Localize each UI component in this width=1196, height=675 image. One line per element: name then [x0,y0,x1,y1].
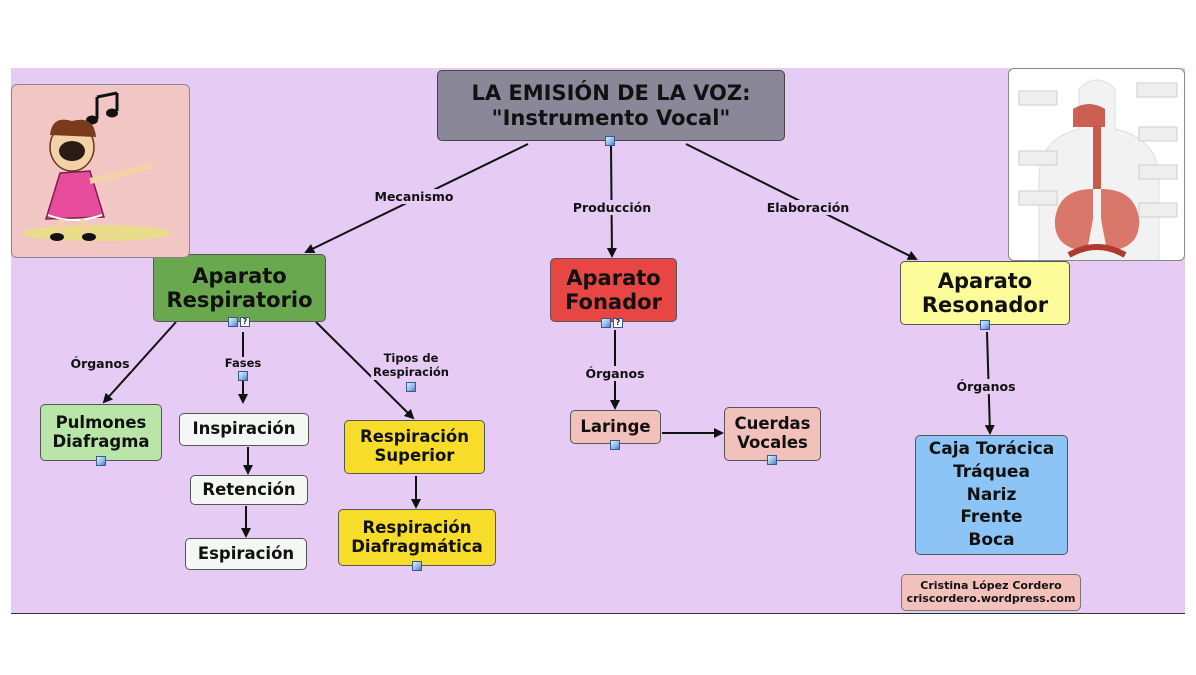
author-credit: Cristina López Cordero criscordero.wordp… [901,574,1081,611]
singing-girl-icon [22,91,172,241]
image-icon[interactable] [767,455,777,465]
node-label: Aparato Respiratorio [166,263,313,312]
edge-label-tipos: Tipos de Respiración [371,351,451,380]
image-icon[interactable] [96,456,106,466]
edge-label-organos-resp: Órganos [68,356,132,371]
edge-resp-pulmones [102,321,177,404]
edge-label-elaboracion: Elaboración [764,200,852,215]
image-icon[interactable] [610,440,620,450]
node-label: Espiración [197,543,295,563]
edge-label-mecanismo: Mecanismo [372,189,456,204]
edge-resp-tipos [315,321,415,420]
credit-name: Cristina López Cordero [920,578,1062,592]
node-espiracion[interactable]: Espiración [185,538,307,570]
node-label: Caja Torácica Tráquea Nariz Frente Boca [928,439,1055,550]
image-icon[interactable] [605,136,615,146]
note-icon[interactable]: ? [240,317,250,327]
title-line1: LA EMISIÓN DE LA VOZ: [471,81,751,106]
node-aparato-respiratorio[interactable]: Aparato Respiratorio [153,254,326,322]
node-label: Cuerdas Vocales [734,414,811,452]
edge-label-organos-fon: Órganos [583,366,647,381]
node-label: Retención [202,479,296,499]
node-laringe[interactable]: Laringe [570,410,661,444]
main-title: LA EMISIÓN DE LA VOZ: "Instrumento Vocal… [437,70,785,141]
image-icon[interactable] [238,371,248,381]
node-cuerdas-vocales[interactable]: Cuerdas Vocales [724,407,821,461]
image-icon[interactable] [406,382,416,392]
node-respiracion-superior[interactable]: Respiración Superior [344,420,485,474]
node-aparato-resonador[interactable]: Aparato Resonador [900,261,1070,325]
node-label: Respiración Diafragmática [351,517,483,556]
credit-url: criscordero.wordpress.com [906,591,1076,605]
node-label: Laringe [580,416,651,436]
title-line2: "Instrumento Vocal" [491,105,731,130]
respiratory-anatomy-illustration [1008,68,1185,261]
lungs-anatomy-icon [1018,79,1178,260]
note-icon[interactable]: ? [613,318,623,328]
node-label: Pulmones Diafragma [52,412,150,451]
image-icon[interactable] [601,318,611,328]
node-retencion[interactable]: Retención [190,475,308,505]
node-label: Respiración Superior [360,427,469,465]
image-icon[interactable] [980,320,990,330]
edge-label-fases: Fases [222,356,264,371]
node-aparato-fonador[interactable]: Aparato Fonador [550,258,677,322]
image-icon[interactable] [228,317,238,327]
singing-girl-illustration [11,84,190,258]
node-respiracion-diafragmatica[interactable]: Respiración Diafragmática [338,509,496,566]
node-label: Aparato Fonador [565,265,662,314]
edge-label-produccion: Producción [570,200,654,215]
edge-label-organos-res: Órganos [954,379,1018,394]
node-label: Inspiración [192,419,296,439]
node-caja-toracica[interactable]: Caja Torácica Tráquea Nariz Frente Boca [915,435,1068,555]
node-label: Aparato Resonador [921,268,1049,317]
node-pulmones-diafragma[interactable]: Pulmones Diafragma [40,404,162,461]
node-inspiracion[interactable]: Inspiración [179,413,309,446]
image-icon[interactable] [412,561,422,571]
